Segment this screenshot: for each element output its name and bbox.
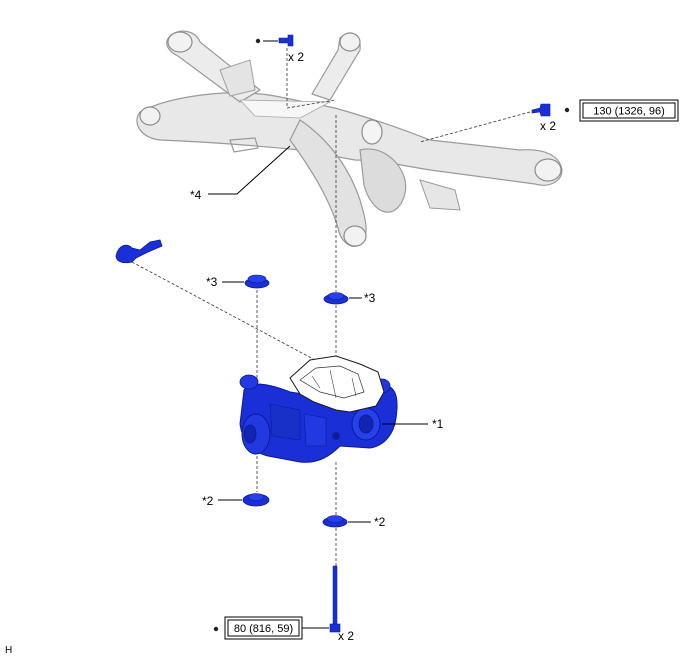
bottom-bolt-torque-box: 80 (816, 59) [213, 616, 303, 640]
corner-code: H [5, 645, 12, 656]
breather-hose-bracket [115, 239, 331, 369]
lower-right-cushion-label: *2 [374, 515, 386, 529]
top-bolt-quantity: x 2 [288, 50, 304, 64]
right-bolt-quantity: x 2 [540, 119, 556, 133]
upper-right-cushion-label: *3 [364, 291, 376, 305]
bottom-bolt: x 2 [302, 565, 354, 643]
lower-right-cushion: *2 [322, 515, 386, 529]
subframe-label: *4 [190, 188, 202, 202]
upper-left-cushion-label: *3 [206, 275, 218, 289]
lower-left-cushion-label: *2 [202, 494, 214, 508]
bottom-bolt-quantity: x 2 [338, 629, 354, 643]
bullet-dot [255, 38, 261, 44]
lower-left-cushion: *2 [202, 493, 270, 508]
rear-suspension-member [136, 30, 563, 247]
right-bolt-torque-box: 130 (1326, 96) [579, 99, 679, 122]
right-bolt-torque: 130 (1326, 96) [593, 106, 665, 118]
top-bolt: x 2 [255, 34, 336, 109]
bottom-bolt-torque: 80 (816, 59) [234, 623, 293, 635]
rear-differential-carrier [239, 355, 398, 463]
bullet-dot [213, 626, 219, 632]
upper-left-cushion: *3 [206, 274, 270, 289]
upper-right-cushion: *3 [323, 291, 376, 305]
bullet-dot [564, 107, 570, 113]
right-bolt: x 2 [419, 103, 570, 143]
differential-label: *1 [432, 417, 444, 431]
